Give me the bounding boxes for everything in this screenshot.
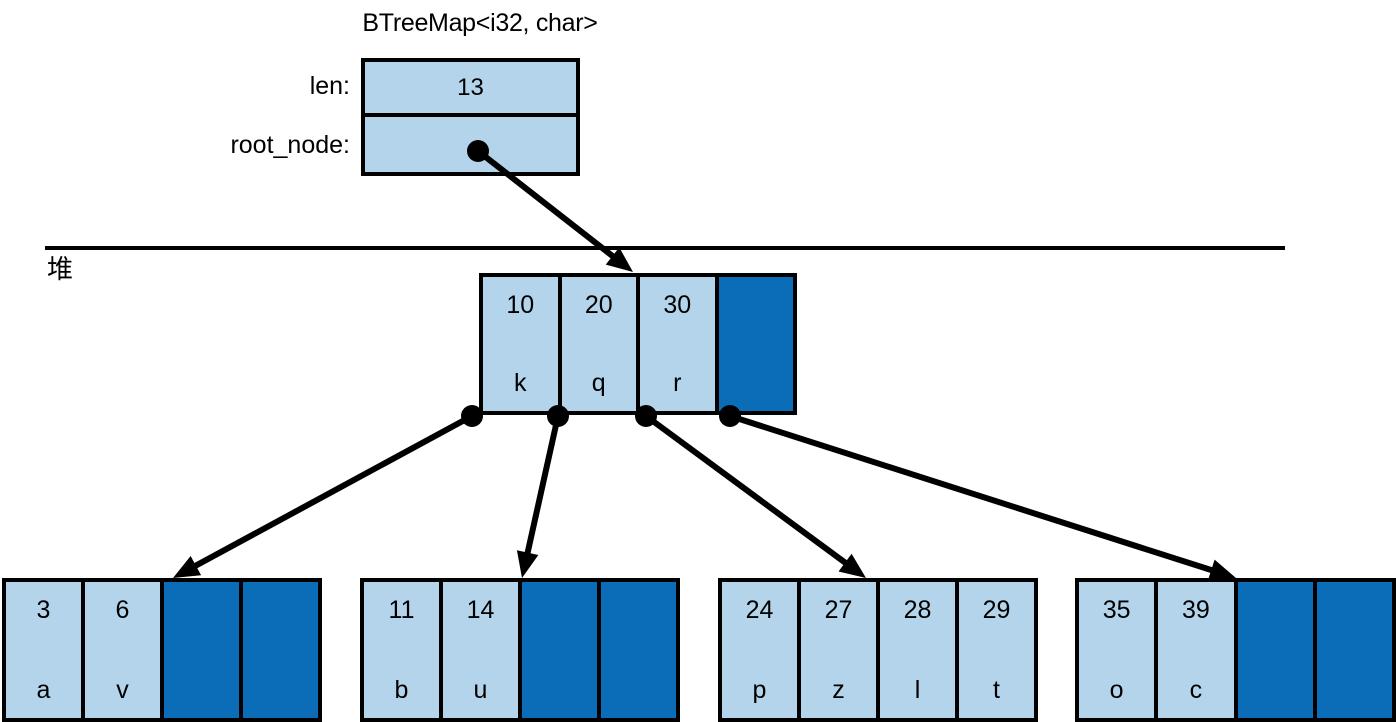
node-cell: 11 b: [364, 582, 443, 718]
cell-value: k: [514, 369, 527, 397]
cell-value: p: [752, 676, 767, 704]
edge-child-2-line: [644, 413, 851, 568]
node-cell: 20 q: [561, 277, 640, 411]
node-cell: 35 o: [1079, 582, 1159, 718]
cell-key: 6: [115, 596, 130, 624]
cell-value: b: [394, 676, 409, 704]
cell-value: q: [591, 369, 606, 397]
node-cell-empty: [243, 582, 318, 718]
cell-value: a: [36, 676, 51, 704]
edge-child-2-arrowhead: [838, 553, 866, 578]
struct-box: 13: [361, 58, 580, 176]
cell-value: z: [832, 676, 845, 704]
cell-key: 30: [663, 291, 692, 319]
node-cell-empty: [1237, 582, 1317, 718]
node-cell: 24 p: [722, 582, 801, 718]
cell-key: 39: [1181, 596, 1210, 624]
cell-key: 20: [584, 291, 613, 319]
cell-value: v: [116, 676, 129, 704]
edge-child-3-line: [729, 413, 1216, 575]
cell-key: 24: [745, 596, 774, 624]
struct-field-label-root-node: root_node:: [230, 131, 350, 159]
cell-key: 11: [388, 596, 415, 624]
cell-value: o: [1109, 676, 1124, 704]
leaf-node-2: 24 p 27 z 28 l 29 t: [718, 578, 1038, 722]
struct-title: BTreeMap<i32, char>: [362, 9, 598, 37]
cell-value: l: [914, 676, 921, 704]
cell-value: t: [993, 676, 1000, 704]
edge-child-1-line: [523, 415, 561, 558]
cell-key: 28: [903, 596, 932, 624]
node-cell: 27 z: [801, 582, 880, 718]
node-cell-empty: [522, 582, 601, 718]
cell-key: 10: [506, 291, 535, 319]
node-cell-empty: [718, 277, 793, 411]
cell-key: 29: [982, 596, 1011, 624]
edge-child-0-line: [190, 413, 474, 571]
heap-label: 堆: [47, 255, 74, 285]
cell-key: 27: [824, 596, 853, 624]
node-cell-empty: [1316, 582, 1392, 718]
edge-root-pointer-arrowhead: [605, 247, 633, 272]
node-cell: 10 k: [483, 277, 562, 411]
node-cell: 28 l: [880, 582, 959, 718]
cell-value: c: [1189, 676, 1203, 704]
node-cell: 39 c: [1158, 582, 1238, 718]
struct-field-len: 13: [365, 62, 576, 117]
heap-divider-line: [45, 246, 1285, 250]
node-cell: 29 t: [959, 582, 1034, 718]
edge-child-0-arrowhead: [173, 555, 202, 578]
node-cell: 30 r: [640, 277, 719, 411]
struct-field-len-value: 13: [457, 73, 484, 101]
struct-field-label-len: len:: [309, 72, 350, 100]
node-cell: 14 u: [443, 582, 522, 718]
cell-key: 35: [1102, 596, 1131, 624]
root-node: 10 k 20 q 30 r: [479, 273, 797, 415]
cell-key: 3: [36, 596, 51, 624]
edge-child-1-arrowhead: [516, 550, 539, 578]
node-cell-empty: [164, 582, 243, 718]
node-cell-empty: [601, 582, 676, 718]
leaf-node-3: 35 o 39 c: [1075, 578, 1396, 722]
cell-value: u: [473, 676, 488, 704]
struct-field-root-node: [365, 117, 576, 172]
cell-value: r: [673, 369, 682, 397]
cell-key: 14: [466, 596, 495, 624]
leaf-node-1: 11 b 14 u: [360, 578, 680, 722]
